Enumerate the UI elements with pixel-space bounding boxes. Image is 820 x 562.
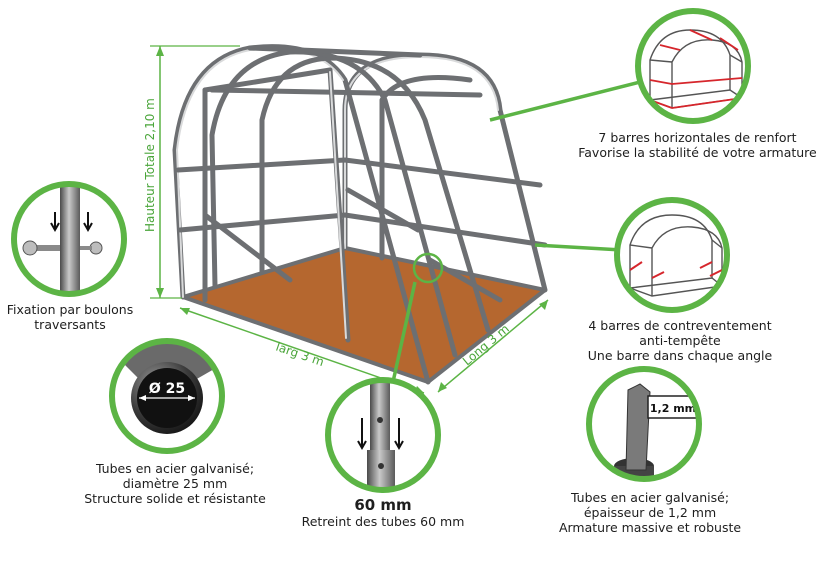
arrow-down-icon [394,418,404,451]
caption-line: Tubes en acier galvanisé; [95,461,255,476]
bolts-caption: Fixation par boulons traversants [0,302,140,332]
tube-diameter-detail: Ø 25 [109,338,225,454]
bolt-fixing-detail [11,181,127,297]
caption-line: épaisseur de 1,2 mm [583,505,717,520]
caption-line: Armature massive et robuste [558,520,742,535]
leader-shrink [391,281,417,383]
caption-line: Structure solide et résistante [84,491,266,506]
horizontal-bars-caption: 7 barres horizontales de renfort Favoris… [565,130,820,160]
height-label: Hauteur Totale 2,10 m [143,98,157,232]
caption-line: Retreint des tubes 60 mm [301,514,465,529]
horizontal-bars-thumbnail [635,8,751,124]
height-dimension: Hauteur Totale 2,10 m [143,45,240,299]
floor-panel [181,246,547,384]
bolt-head-icon [22,240,38,256]
shrink-marker [412,252,444,284]
arrow-down-icon [50,212,60,233]
tube-shrink-detail [325,377,441,493]
shrink-caption: 60 mm Retreint des tubes 60 mm [288,496,478,529]
caption-line: 4 barres de contreventement [588,318,772,333]
caption-line: 7 barres horizontales de renfort [598,130,797,145]
tube-diameter-caption: Tubes en acier galvanisé; diamètre 25 mm… [70,461,280,506]
arrow-down-icon [357,418,367,451]
tube-thickness-caption: Tubes en acier galvanisé; épaisseur de 1… [545,490,755,535]
greenhouse-frame [172,44,548,385]
tube-thickness-detail: 1,2 mm [586,366,702,482]
arrow-down-icon [83,212,93,233]
caption-line: Une barre dans chaque angle [587,348,773,363]
diameter-badge: Ø 25 [149,381,185,397]
caption-line: Tubes en acier galvanisé; [570,490,730,505]
bracing-caption: 4 barres de contreventement anti-tempête… [565,318,795,363]
bracing-thumbnail [614,197,730,313]
leader-bracing [534,243,623,252]
caption-line: anti-tempête [639,333,721,348]
thickness-badge: 1,2 mm [650,402,696,415]
caption-line: Fixation par boulons [6,302,134,317]
shrink-value: 60 mm [354,496,412,514]
caption-line: Favorise la stabilité de votre armature [578,145,817,160]
leader-horizontal-bars [489,78,649,122]
caption-line: traversants [34,317,106,332]
caption-line: diamètre 25 mm [122,476,228,491]
